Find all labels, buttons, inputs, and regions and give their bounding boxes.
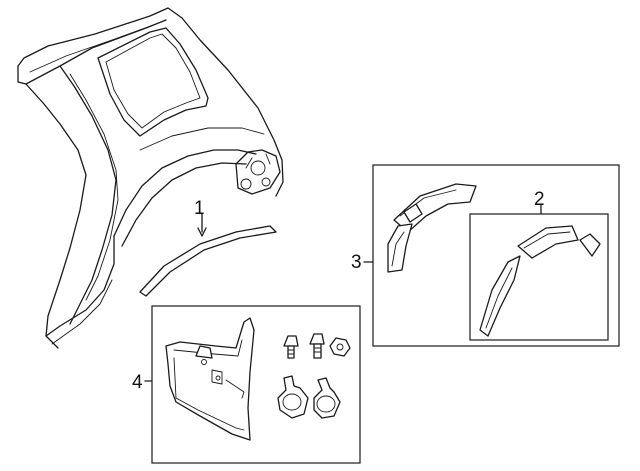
callout-3: 3	[351, 252, 362, 273]
part-4-mud-flap	[165, 317, 255, 441]
callout-2: 2	[534, 189, 545, 210]
callout-4: 4	[132, 372, 143, 393]
part-3-box	[372, 164, 620, 347]
part-4-box	[151, 305, 361, 464]
part-2-box	[469, 213, 609, 341]
part-3-wheel-flare-set	[387, 183, 477, 273]
part-1-wheel-opening-molding	[139, 213, 277, 297]
part-2-flare-extension-set	[479, 225, 601, 337]
quarter-panel-illustration	[17, 7, 284, 349]
part-4-clamps	[277, 375, 341, 419]
callout-1: 1	[194, 198, 205, 219]
part-4-screws	[283, 333, 351, 359]
